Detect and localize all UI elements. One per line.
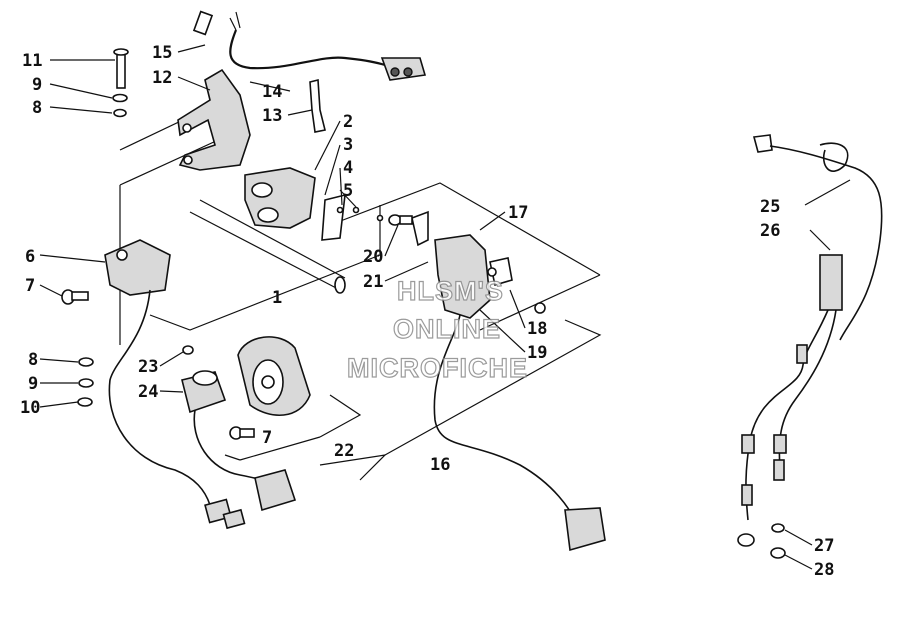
callout-5: 5	[343, 181, 353, 201]
callout-27: 27	[814, 536, 834, 556]
callout-2: 2	[343, 112, 353, 132]
watermark-line-3: MICROFICHE	[347, 353, 528, 383]
watermark: HLSM'S ONLINE MICROFICHE	[346, 275, 528, 383]
wire-14	[192, 10, 427, 81]
handlebar-tube	[189, 199, 346, 294]
housing-6	[104, 239, 211, 506]
callout-25: 25	[760, 197, 780, 217]
callout-21: 21	[363, 272, 383, 292]
module-22	[181, 336, 311, 512]
callout-3: 3	[343, 135, 353, 155]
callout-26: 26	[760, 221, 780, 241]
callout-14: 14	[262, 82, 282, 102]
callout-28: 28	[814, 560, 834, 580]
callout-17: 17	[508, 203, 528, 223]
callout-9b: 9	[28, 374, 38, 394]
callout-8: 8	[32, 98, 42, 118]
callout-16: 16	[430, 455, 450, 475]
callout-11: 11	[22, 51, 42, 71]
callout-10: 10	[20, 398, 40, 418]
callout-8b: 8	[28, 350, 38, 370]
frame-lines	[119, 99, 602, 481]
callout-4: 4	[343, 158, 353, 178]
callout-7b: 7	[262, 428, 272, 448]
washers-lower	[77, 357, 94, 407]
watermark-line-2: ONLINE	[393, 314, 501, 344]
callout-13: 13	[262, 106, 282, 126]
switch-body	[244, 167, 384, 241]
callout-6: 6	[25, 247, 35, 267]
callout-23: 23	[138, 357, 158, 377]
callout-9: 9	[32, 75, 42, 95]
watermark-line-1: HLSM'S	[397, 276, 504, 306]
callout-22: 22	[334, 441, 354, 461]
callout-7: 7	[25, 276, 35, 296]
callout-19: 19	[527, 343, 547, 363]
callout-24: 24	[138, 382, 158, 402]
callout-15: 15	[152, 43, 172, 63]
callout-1: 1	[272, 288, 282, 308]
callout-labels: 11 9 8 15 12 14 13 2 3 4 5 6 7 1 17 20 2…	[20, 43, 834, 580]
bracket-12	[177, 68, 251, 171]
callout-20: 20	[363, 247, 383, 267]
screw-7a	[61, 289, 89, 305]
callout-18: 18	[527, 319, 547, 339]
leader-lines	[39, 44, 851, 570]
throttle-housing-17	[411, 210, 606, 552]
callout-12: 12	[152, 68, 172, 88]
clip-13	[309, 78, 326, 133]
harness-25-26	[737, 134, 883, 559]
bolt-11	[112, 48, 129, 118]
